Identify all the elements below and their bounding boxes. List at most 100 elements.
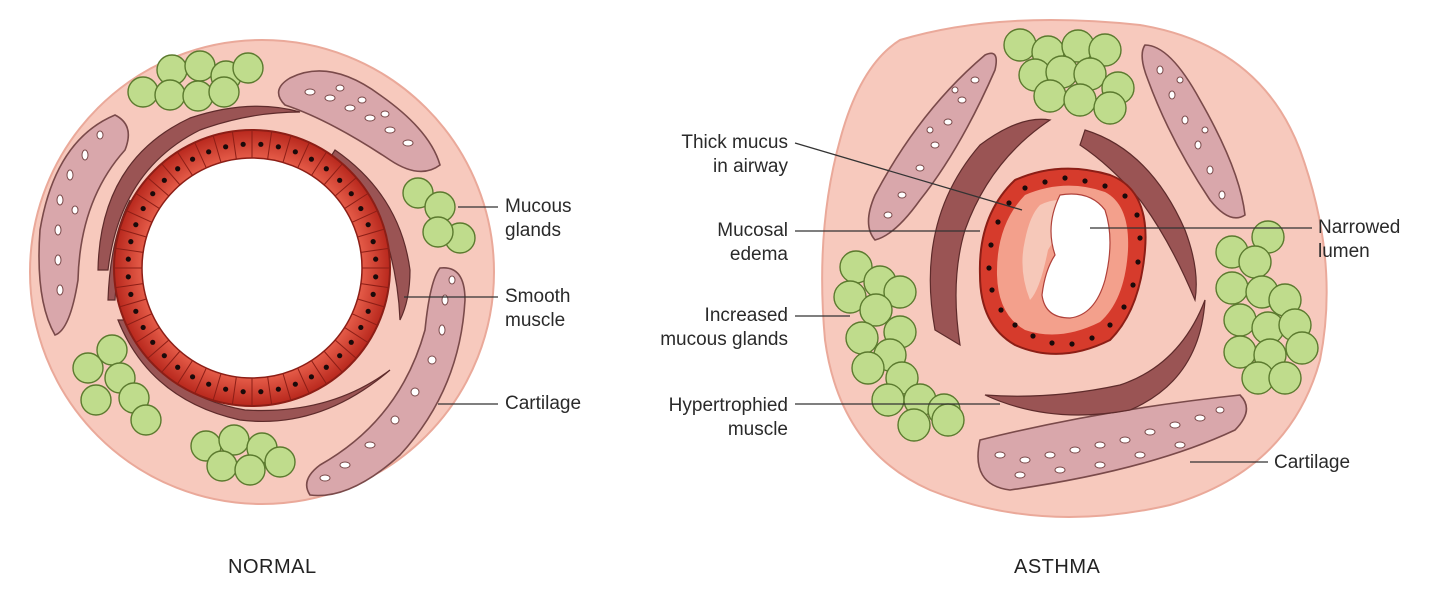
cell-nucleus bbox=[206, 149, 212, 155]
cell-nucleus bbox=[223, 144, 229, 150]
label-smooth-muscle-text: Smooth muscle bbox=[505, 286, 571, 331]
gland-acinus bbox=[1285, 331, 1319, 365]
gland-acinus bbox=[264, 446, 296, 478]
gland-acinus bbox=[182, 80, 214, 112]
cell-nucleus bbox=[125, 274, 131, 280]
gland-acinus bbox=[127, 76, 159, 108]
cell-wall bbox=[360, 247, 389, 253]
label-thick-mucus: Thick mucus in airway bbox=[681, 131, 788, 179]
gland-acinus bbox=[1033, 79, 1067, 113]
gland-acinus bbox=[232, 52, 264, 84]
cell-wall bbox=[351, 313, 378, 326]
cell-nucleus bbox=[323, 166, 329, 172]
cell-wall bbox=[231, 131, 237, 160]
gland-acinus bbox=[1093, 91, 1127, 125]
cell-nucleus bbox=[150, 339, 156, 345]
cell-nucleus bbox=[998, 307, 1004, 313]
cell-nucleus bbox=[358, 324, 364, 331]
gland-acinus bbox=[845, 321, 879, 355]
cell-wall bbox=[282, 135, 292, 163]
cell-nucleus bbox=[986, 265, 992, 271]
normal-lumen bbox=[141, 157, 363, 379]
cell-nucleus bbox=[1137, 235, 1143, 241]
cell-nucleus bbox=[133, 222, 139, 228]
cell-wall bbox=[115, 283, 144, 289]
cell-nucleus bbox=[365, 222, 371, 228]
gland-acinus bbox=[422, 216, 454, 248]
cell-nucleus bbox=[373, 274, 379, 280]
cell-nucleus bbox=[358, 205, 364, 212]
cell-wall bbox=[323, 163, 343, 186]
cell-nucleus bbox=[133, 308, 139, 314]
cell-wall bbox=[126, 210, 153, 223]
cell-nucleus bbox=[365, 308, 371, 314]
cell-wall bbox=[357, 228, 385, 238]
gland-acinus bbox=[1003, 28, 1037, 62]
cell-nucleus bbox=[1122, 193, 1128, 199]
cell-nucleus bbox=[275, 144, 281, 150]
cell-nucleus bbox=[1069, 341, 1075, 347]
cell-wall bbox=[334, 177, 357, 197]
cell-wall bbox=[176, 151, 193, 176]
cell-wall bbox=[351, 210, 378, 223]
cell-wall bbox=[176, 360, 193, 385]
gland-acinus bbox=[1215, 271, 1249, 305]
cell-wall bbox=[126, 313, 153, 326]
cell-wall bbox=[344, 327, 369, 344]
cell-nucleus bbox=[1030, 333, 1036, 339]
cell-nucleus bbox=[206, 381, 212, 387]
cell-nucleus bbox=[1135, 259, 1141, 265]
label-narrowed-lumen: Narrowed lumen bbox=[1318, 216, 1400, 264]
label-smooth-muscle: Smooth muscle bbox=[505, 285, 570, 333]
cell-nucleus bbox=[308, 156, 315, 162]
asthma-epithelial-cells bbox=[986, 175, 1143, 347]
cell-wall bbox=[360, 283, 389, 289]
cell-nucleus bbox=[240, 141, 246, 147]
label-increased-mucous-glands-text: Increased mucous glands bbox=[660, 305, 788, 350]
cell-wall bbox=[357, 298, 385, 308]
cell-wall bbox=[161, 163, 181, 186]
cell-nucleus bbox=[348, 191, 354, 197]
cell-nucleus bbox=[1130, 282, 1136, 288]
cell-wall bbox=[135, 192, 160, 209]
cell-wall bbox=[194, 367, 207, 394]
gland-acinus bbox=[897, 408, 931, 442]
label-cartilage-asthma-text: Cartilage bbox=[1274, 452, 1351, 473]
cell-nucleus bbox=[323, 364, 329, 370]
cell-nucleus bbox=[125, 256, 131, 262]
cell-nucleus bbox=[1089, 335, 1095, 341]
cell-wall bbox=[212, 135, 222, 163]
cell-nucleus bbox=[337, 353, 343, 359]
asthma-hypertrophied-muscle bbox=[929, 118, 1206, 416]
asthma-airway bbox=[821, 19, 1328, 518]
gland-acinus bbox=[208, 76, 240, 108]
label-thick-mucus-text: Thick mucus in airway bbox=[681, 132, 788, 177]
cell-wall bbox=[119, 298, 147, 308]
gland-acinus bbox=[1063, 83, 1097, 117]
label-hypertrophied-muscle-text: Hypertrophied muscle bbox=[668, 395, 788, 440]
cell-wall bbox=[323, 350, 343, 373]
normal-epithelial-cells bbox=[114, 130, 390, 406]
cell-nucleus bbox=[1012, 322, 1018, 328]
cell-nucleus bbox=[1082, 178, 1088, 184]
gland-acinus bbox=[1088, 33, 1122, 67]
pointer-lines bbox=[404, 142, 1312, 463]
cell-nucleus bbox=[1006, 200, 1012, 206]
gland-acinus bbox=[871, 383, 905, 417]
cell-nucleus bbox=[161, 177, 167, 183]
asthma-increased-mucous-glands bbox=[833, 28, 1319, 442]
label-mucosal-edema: Mucosal edema bbox=[717, 219, 788, 267]
cell-nucleus bbox=[292, 149, 298, 155]
caption-asthma: ASTHMA bbox=[1014, 556, 1101, 578]
asthma-narrowed-lumen bbox=[1041, 193, 1111, 319]
cell-nucleus bbox=[189, 374, 196, 380]
cell-nucleus bbox=[161, 353, 167, 359]
cell-nucleus bbox=[1102, 183, 1108, 189]
cell-nucleus bbox=[150, 191, 156, 197]
gland-acinus bbox=[1238, 245, 1272, 279]
cell-nucleus bbox=[370, 239, 376, 245]
asthma-cartilage-cells bbox=[883, 65, 1226, 479]
gland-acinus bbox=[154, 79, 186, 111]
cell-nucleus bbox=[140, 205, 146, 212]
